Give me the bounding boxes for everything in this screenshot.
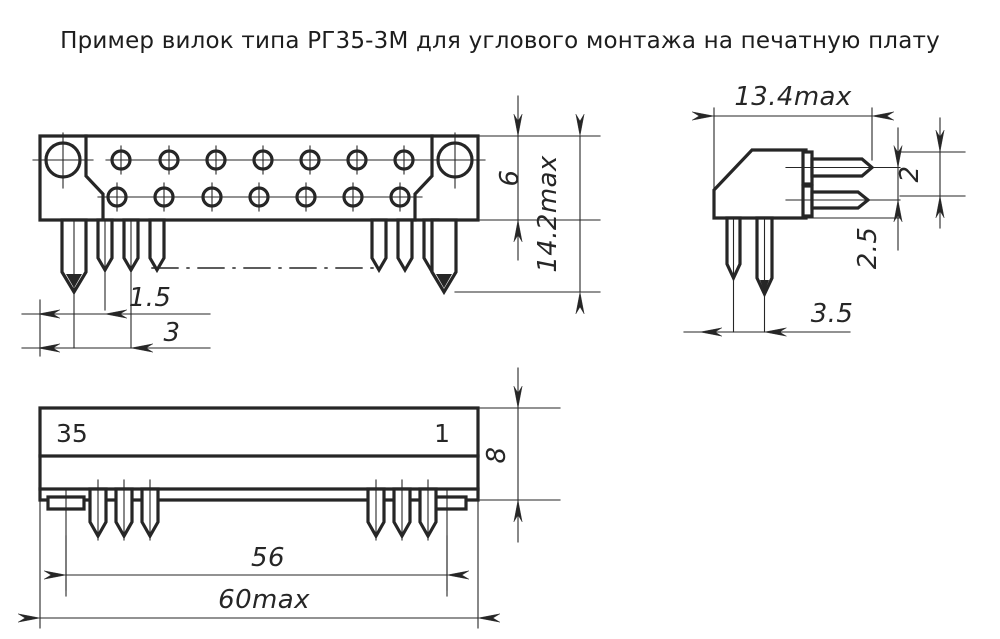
dimension-gap-2: 2 [895, 117, 966, 229]
mounting-post-right-tip [436, 274, 452, 288]
contact-hole [149, 182, 179, 212]
dimension-pitch-3: 3 [21, 318, 211, 353]
dimension-label-3: 3 [164, 318, 181, 348]
contact-hole [291, 182, 321, 212]
pin [370, 218, 388, 274]
contact-hole [244, 182, 274, 212]
dimension-height-6: 6 [495, 95, 525, 261]
dimension-height-14-2max: 14.2max [533, 113, 585, 315]
contact-hole [201, 145, 231, 175]
dimension-label-1-5: 1.5 [129, 283, 172, 313]
bottom-view-pin-group-left [88, 479, 160, 541]
dimension-label-60max: 60max [218, 585, 310, 615]
contact-hole [342, 145, 372, 175]
horizontal-contact-lower [785, 184, 901, 218]
contact-hole [385, 182, 415, 212]
dimension-label-6: 6 [495, 170, 525, 187]
bottom-view-pin-group-right [366, 479, 438, 541]
dimension-label-3-5: 3.5 [811, 299, 854, 329]
dimension-label-13-4max: 13.4max [734, 82, 852, 112]
side-view: 13.4max 2 2.5 3.5 [683, 82, 966, 337]
dimension-length-60max: 60max [17, 585, 501, 623]
bottom-view: 35 1 [17, 367, 561, 629]
dimension-gap-2-5: 2.5 [853, 127, 903, 270]
dimension-label-2: 2 [895, 166, 925, 183]
contact-hole [106, 145, 136, 175]
dimension-label-14-2max: 14.2max [533, 155, 563, 273]
pin [396, 218, 414, 274]
dimension-pin-pitch-3-5: 3.5 [683, 299, 854, 337]
upper-contact-row [106, 145, 419, 175]
dimension-label-8: 8 [482, 447, 512, 464]
dimension-depth-13-4max: 13.4max [691, 82, 895, 121]
lower-contact-row [102, 182, 415, 212]
dimension-label-2-5: 2.5 [853, 227, 883, 270]
contact-number-left: 35 [56, 419, 88, 448]
dimension-label-56: 56 [251, 543, 285, 573]
dimension-height-8: 8 [482, 367, 523, 543]
contact-hole [295, 145, 325, 175]
contact-hole [102, 182, 132, 212]
contact-hole [154, 145, 184, 175]
dimension-pitch-1-5: 1.5 [21, 283, 211, 319]
pin [148, 218, 166, 274]
front-view-right-chamfer [413, 134, 434, 222]
contact-hole [338, 182, 368, 212]
front-view-pin-group-right [370, 218, 458, 296]
dimension-length-56: 56 [43, 543, 470, 580]
page-title: Пример вилок типа РГ35-3М для углового м… [60, 28, 940, 54]
contact-hole [389, 145, 419, 175]
front-view: 6 14.2max 1.5 3 [21, 95, 601, 357]
side-view-body-outline [712, 148, 808, 220]
front-view-pin-group-left [60, 218, 166, 349]
front-view-left-chamfer [84, 134, 105, 222]
horizontal-contact-upper [785, 150, 901, 186]
contact-hole [248, 145, 278, 175]
bottom-view-body-outline [38, 406, 480, 502]
contact-hole [197, 182, 227, 212]
contact-number-right: 1 [434, 419, 450, 448]
